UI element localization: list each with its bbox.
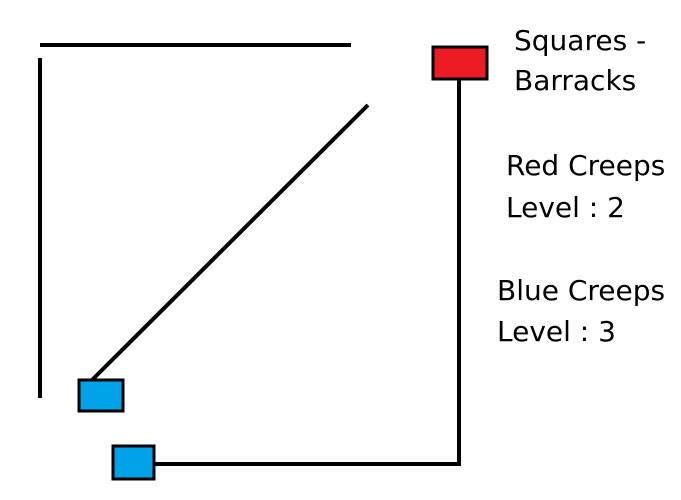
mid-lane-diagonal-line xyxy=(90,103,370,382)
blue-barracks-square-bottom xyxy=(111,444,156,481)
blue-creeps-label: Blue Creeps xyxy=(497,274,666,307)
legend-barracks-label: Barracks xyxy=(514,64,637,97)
red-creeps-label: Red Creeps xyxy=(506,149,666,182)
red-barracks-square xyxy=(431,45,489,81)
red-creeps-level: Level : 2 xyxy=(506,191,625,224)
legend-squares-label: Squares - xyxy=(514,24,647,57)
blue-barracks-square-mid xyxy=(77,378,125,413)
blue-creeps-level: Level : 3 xyxy=(497,315,616,348)
bottom-lane-line xyxy=(154,80,461,466)
